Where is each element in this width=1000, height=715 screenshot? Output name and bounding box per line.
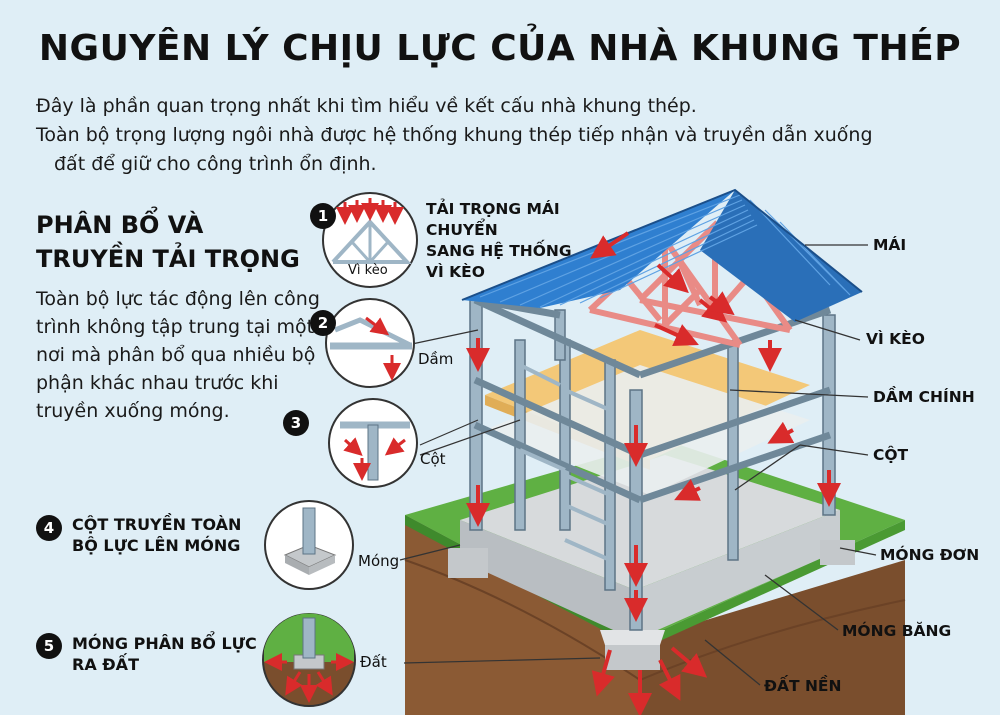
section-body: Toàn bộ lực tác động lên công trình khôn…: [36, 288, 320, 422]
callout-mong-don: MÓNG ĐƠN: [880, 546, 980, 564]
callout-leaders: [704, 244, 877, 686]
slab-top: [460, 455, 840, 590]
inset-label-mong: Móng: [358, 552, 400, 570]
step-1-text: TẢI TRỌNG MÁI CHUYỂN SANG HỆ THỐNG VÌ KÈ…: [426, 199, 636, 283]
inset-4-footing: [264, 500, 354, 590]
step-1-text-line-3: VÌ KÈO: [426, 263, 485, 281]
step-4-text: CỘT TRUYỀN TOÀN BỘ LỰC LÊN MÓNG: [72, 514, 272, 556]
intro-line-3: đất để giữ cho công trình ổn định.: [54, 153, 377, 175]
inset-1-truss: [322, 192, 418, 288]
step-4-badge: 4: [36, 515, 62, 541]
step-4-text-line-2: BỘ LỰC LÊN MÓNG: [72, 536, 241, 555]
page-title: NGUYÊN LÝ CHỊU LỰC CỦA NHÀ KHUNG THÉP: [38, 28, 962, 69]
step-3-badge: 3: [283, 410, 309, 436]
inset-3-column: [328, 398, 418, 488]
callout-vi-keo: VÌ KÈO: [866, 330, 925, 348]
callout-mong-bang: MÓNG BĂNG: [842, 622, 952, 640]
intro-line-2: Toàn bộ trọng lượng ngôi nhà được hệ thố…: [36, 124, 873, 146]
step-5-text-line-2: RA ĐẤT: [72, 655, 139, 674]
callout-mai: MÁI: [873, 236, 907, 254]
step-1-badge: 1: [310, 203, 336, 229]
step-4-text-line-1: CỘT TRUYỀN TOÀN: [72, 515, 242, 534]
inset-label-dat: Đất: [360, 653, 387, 671]
intro-line-1: Đây là phần quan trọng nhất khi tìm hiểu…: [36, 95, 697, 117]
step-1-text-line-1: TẢI TRỌNG MÁI CHUYỂN: [426, 200, 560, 239]
callout-dat-nen: ĐẤT NỀN: [764, 677, 842, 695]
step-2-badge: 2: [310, 310, 336, 336]
step-5-text-line-1: MÓNG PHÂN BỔ LỰC: [72, 634, 257, 653]
step-1-text-line-2: SANG HỆ THỐNG: [426, 242, 572, 260]
step-5-badge: 5: [36, 633, 62, 659]
inset-5-soil: [262, 613, 356, 707]
roof-right-slope: [700, 190, 862, 322]
callout-cot: CỘT: [873, 446, 909, 464]
section-heading: PHÂN BỔ VÀ TRUYỀN TẢI TRỌNG: [36, 208, 316, 276]
inset-2-beam: [325, 298, 415, 388]
strip-footing-left: [460, 520, 635, 640]
inset-label-vi-keo: Vì kèo: [348, 263, 388, 278]
foundation: [448, 455, 855, 670]
section-heading-line-2: TRUYỀN TẢI TRỌNG: [36, 245, 300, 273]
intro-text: Đây là phần quan trọng nhất khi tìm hiểu…: [36, 92, 966, 179]
section-heading-line-1: PHÂN BỔ VÀ: [36, 211, 204, 239]
callout-dam-chinh: DẦM CHÍNH: [873, 388, 975, 406]
load-arrows: [466, 231, 841, 715]
inset-label-cot: Cột: [420, 450, 446, 468]
strip-footing-right: [635, 510, 840, 640]
step-5-text: MÓNG PHÂN BỔ LỰC RA ĐẤT: [72, 633, 272, 675]
inset-label-dam: Dầm: [418, 350, 454, 368]
